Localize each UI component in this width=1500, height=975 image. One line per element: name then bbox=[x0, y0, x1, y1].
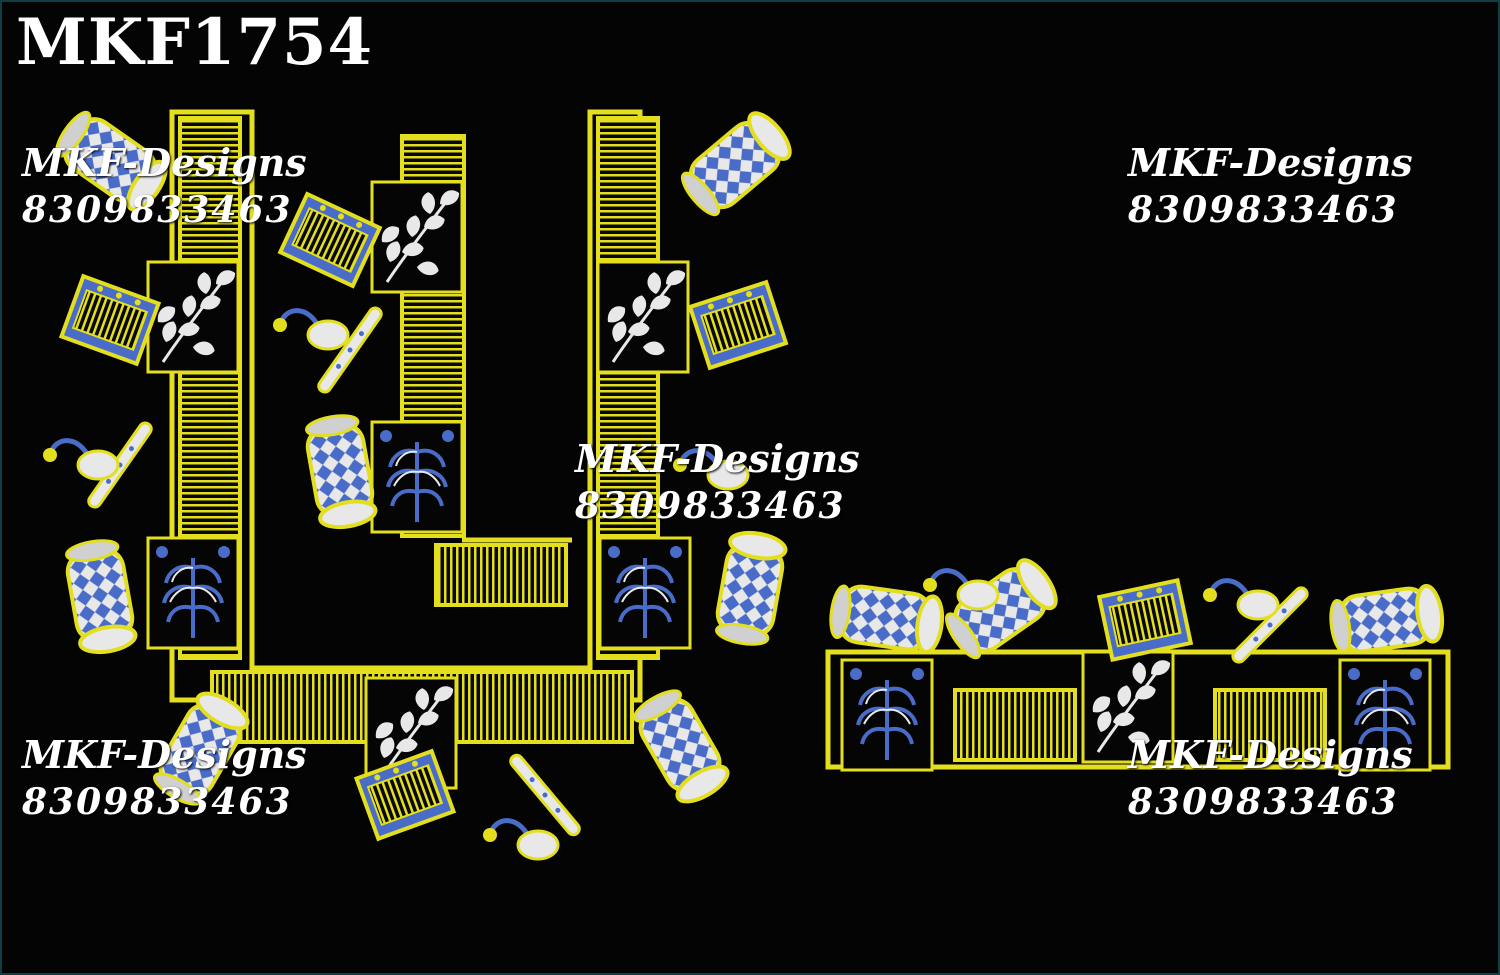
watermark-phone: 8309833463 bbox=[1128, 781, 1399, 824]
watermark-brand: MKF-Designs bbox=[22, 732, 307, 777]
watermark-top-left: MKF-Designs 8309833463 bbox=[22, 138, 307, 234]
watermark-brand: MKF-Designs bbox=[1128, 732, 1413, 777]
watermark-bottom-left: MKF-Designs 8309833463 bbox=[22, 730, 307, 826]
watermark-brand: MKF-Designs bbox=[575, 436, 860, 481]
design-code: MKF1754 bbox=[16, 5, 374, 80]
watermark-top-right: MKF-Designs 8309833463 bbox=[1128, 138, 1413, 234]
watermark-brand: MKF-Designs bbox=[1128, 140, 1413, 185]
watermark-phone: 8309833463 bbox=[575, 485, 846, 528]
watermark-phone: 8309833463 bbox=[1128, 189, 1399, 232]
border-design bbox=[825, 552, 1451, 772]
watermark-phone: 8309833463 bbox=[22, 189, 293, 232]
neck-design bbox=[43, 104, 799, 859]
watermark-phone: 8309833463 bbox=[22, 781, 293, 824]
watermark-brand: MKF-Designs bbox=[22, 140, 307, 185]
watermark-bottom-right: MKF-Designs 8309833463 bbox=[1128, 730, 1413, 826]
watermark-center: MKF-Designs 8309833463 bbox=[575, 434, 860, 530]
